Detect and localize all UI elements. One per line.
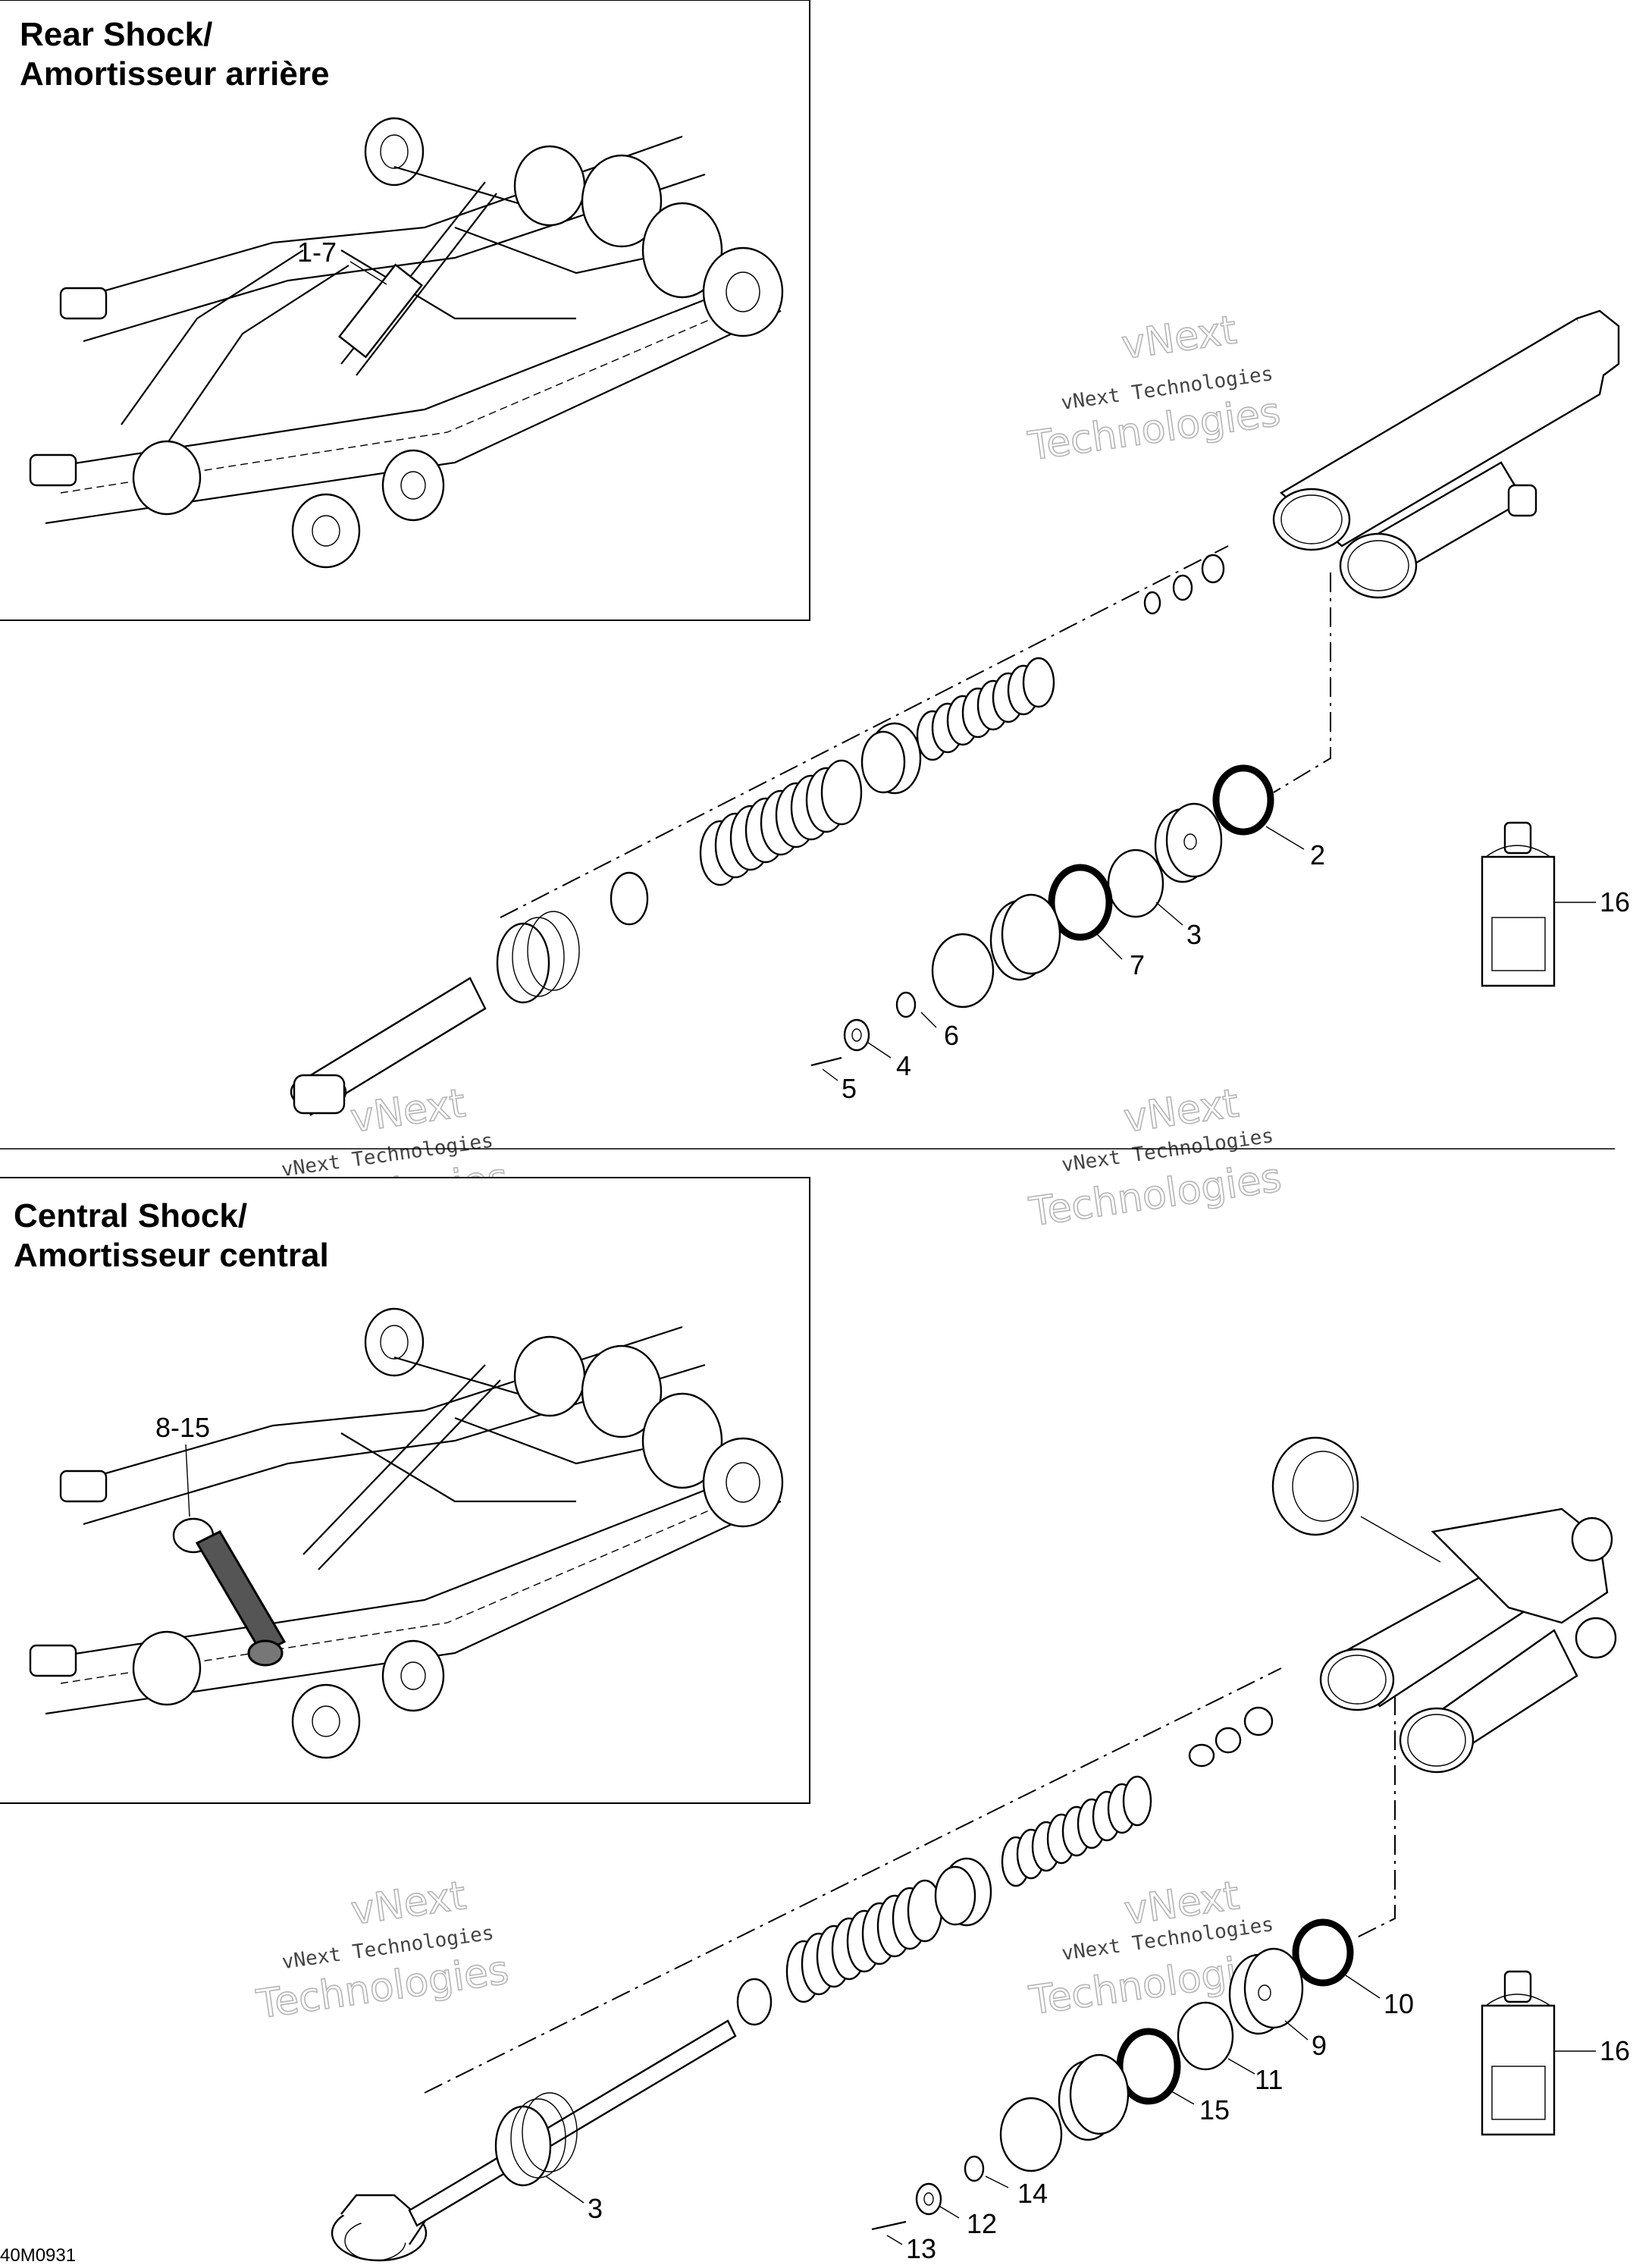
rear-seal-head — [989, 893, 1061, 981]
rear-shock-body — [1272, 309, 1620, 599]
central-shock-exploded: 10 9 11 15 14 12 13 3 16 — [331, 1436, 1630, 2264]
central-callout-10: 10 — [1384, 1988, 1414, 2019]
central-inset-title-line2: Amortisseur central — [14, 1237, 329, 1274]
rear-suspension-illustration — [29, 117, 784, 569]
rear-inset-title-line2: Amortisseur arrière — [20, 55, 329, 93]
central-callout-11: 11 — [1255, 2064, 1283, 2095]
central-shim-stack — [785, 1879, 943, 2003]
central-shock-body — [1271, 1436, 1617, 1774]
rear-o-ring-2 — [1212, 764, 1274, 836]
central-upper-shim-stack — [1001, 1775, 1152, 1887]
rear-callout-16: 16 — [1600, 886, 1630, 918]
central-seal-11 — [1177, 2001, 1234, 2071]
rear-upper-shim-stack — [916, 657, 1055, 761]
rear-screw-5 — [810, 1056, 842, 1067]
central-callout-14: 14 — [1017, 2178, 1048, 2209]
central-callout-13: 13 — [906, 2233, 936, 2264]
central-oil-bottle — [1481, 1970, 1556, 2136]
svg-text:vNext: vNext — [348, 1081, 469, 1142]
central-inset-title-line1: Central Shock/ — [14, 1197, 247, 1234]
figure-code: 40M0931 — [0, 2245, 76, 2266]
rear-callout-7: 7 — [1130, 949, 1145, 980]
rear-shim-stack — [699, 759, 863, 886]
watermark-2: vNext vNext Technologies Technologies — [1025, 307, 1284, 471]
central-o-ring-10 — [1292, 1918, 1354, 1987]
rear-callout-6: 6 — [944, 1020, 959, 1051]
rear-inset-title-line1: Rear Shock/ — [20, 16, 212, 53]
central-callout-9: 9 — [1312, 2030, 1327, 2061]
central-bearing-cap — [1228, 1947, 1304, 2035]
watermark-4: vNext vNext Technologies Technologies — [1026, 1080, 1285, 1236]
central-callout-12: 12 — [967, 2208, 997, 2239]
rear-shaft-assembly — [290, 911, 580, 1116]
rear-callout-2: 2 — [1310, 839, 1325, 870]
rear-inset-callout: 1-7 — [297, 237, 337, 268]
rear-seal-3 — [1107, 849, 1164, 918]
rear-shock-inset: Rear Shock/ Amortisseur arrière — [0, 0, 810, 621]
watermark-5: vNext vNext Technologies Technologies — [253, 1872, 512, 2028]
central-callout-16: 16 — [1600, 2035, 1630, 2066]
central-nut-12 — [915, 2182, 942, 2216]
rear-o-ring-7 — [1048, 864, 1113, 941]
rear-callout-3: 3 — [1186, 919, 1202, 950]
central-screw-13 — [871, 2220, 907, 2231]
rear-callout-5: 5 — [842, 1073, 857, 1104]
rear-callout-4: 4 — [896, 1050, 911, 1081]
svg-text:vNext: vNext — [1119, 307, 1240, 369]
central-seal-head — [1058, 2053, 1130, 2141]
central-suspension-illustration — [29, 1307, 784, 1759]
svg-text:vNext: vNext — [348, 1873, 469, 1934]
central-shaft-assembly — [331, 2019, 737, 2262]
rear-bumper-disc — [931, 933, 995, 1009]
rear-shock-exploded: 2 3 7 6 4 5 16 — [290, 309, 1630, 1116]
central-shock-inset: Central Shock/ Amortisseur central — [0, 1177, 810, 1804]
rear-bearing-cap — [1154, 802, 1223, 883]
central-inset-callout: 8-15 — [155, 1412, 210, 1443]
central-callout-15: 15 — [1199, 2094, 1230, 2125]
rear-oil-bottle — [1481, 821, 1556, 987]
rear-nut-4 — [843, 1018, 870, 1052]
central-bumper-disc — [999, 2097, 1063, 2172]
central-shock-highlight — [172, 1517, 287, 1667]
central-callout-3: 3 — [588, 2193, 603, 2224]
